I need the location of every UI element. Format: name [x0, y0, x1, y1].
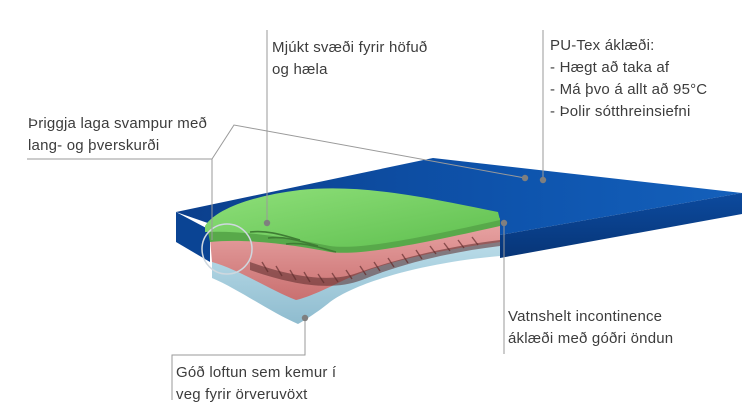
callout-ventilation-line-1: Góð loftun sem kemur í [176, 364, 337, 381]
leader-dots [263, 174, 547, 322]
rib-shadow [250, 240, 500, 286]
dot-ventilation [301, 314, 309, 322]
dot-incontinence [500, 219, 508, 227]
callout-ventilation: Góð loftun sem kemur í veg fyrir örveruv… [176, 362, 336, 406]
callout-incontinence-line-2: áklæði með góðri öndun [508, 330, 674, 347]
callout-pu-tex-line-2: - Hægt að taka af [550, 59, 670, 76]
callout-sponge: Þriggja laga svampur með lang- og þversk… [28, 113, 207, 157]
callout-pu-tex-line-3: - Má þvo á allt að 95°C [550, 81, 708, 98]
callout-pu-tex: PU-Tex áklæði: - Hægt að taka af - Má þv… [550, 35, 707, 123]
callout-head-heel: Mjúkt svæði fyrir höfuð og hæla [272, 37, 427, 81]
callout-pu-tex-line-4: - Þolir sótthreinsiefni [550, 103, 691, 120]
callout-head-heel-line-2: og hæla [272, 61, 328, 78]
foam-layer-green-top [205, 188, 500, 247]
callout-incontinence-line-1: Vatnshelt incontinence [508, 308, 663, 325]
dot-pu-tex [539, 176, 547, 184]
detail-circle [201, 223, 253, 275]
callout-incontinence: Vatnshelt incontinence áklæði með góðri … [508, 306, 673, 350]
callout-pu-tex-line-1: PU-Tex áklæði: [550, 37, 655, 54]
green-slits [249, 230, 337, 253]
callout-ventilation-line-2: veg fyrir örveruvöxt [176, 386, 308, 403]
cover-end-face [500, 193, 742, 258]
leader-lines [27, 30, 544, 400]
callout-sponge-line-2: lang- og þverskurði [28, 137, 160, 154]
callout-sponge-line-1: Þriggja laga svampur með [28, 115, 208, 132]
callout-head-heel-line-1: Mjúkt svæði fyrir höfuð [272, 39, 428, 56]
dot-head-heel [263, 219, 271, 227]
dot-sponge-top [521, 174, 529, 182]
